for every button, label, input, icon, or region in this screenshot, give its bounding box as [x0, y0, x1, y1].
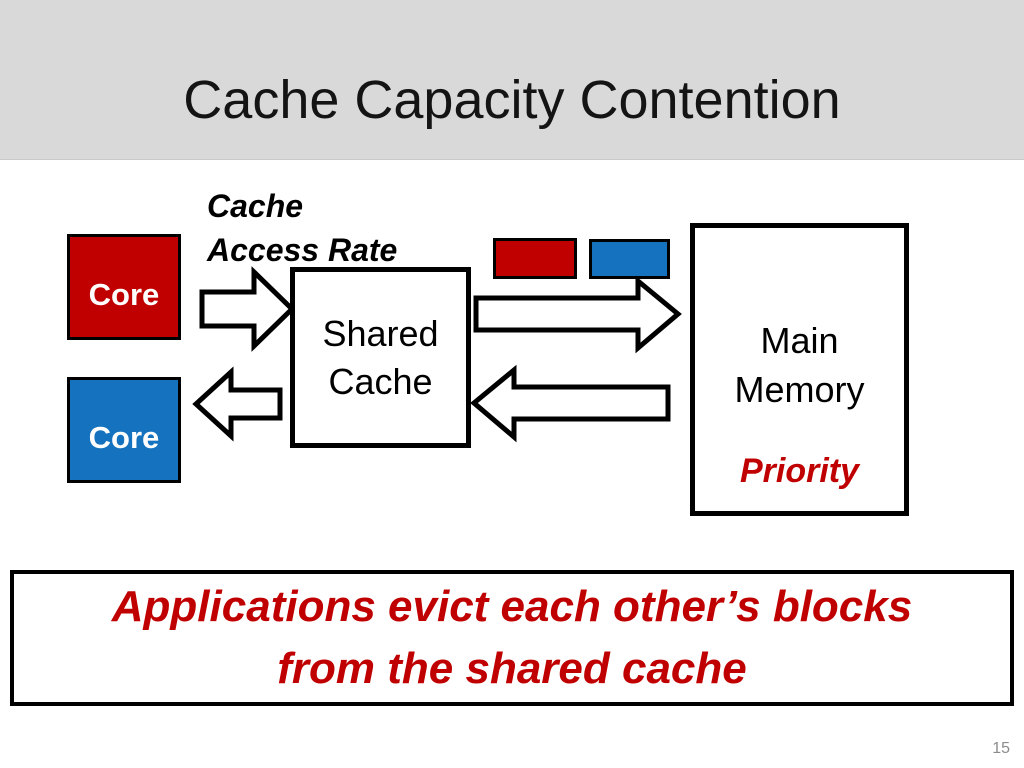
block-arrow-right-icon — [473, 275, 682, 354]
shared-cache-box: Shared Cache — [290, 267, 471, 448]
title-band: Cache Capacity Contention — [0, 0, 1024, 160]
slide-title: Cache Capacity Contention — [183, 70, 841, 130]
core-blue-label: Core — [88, 420, 160, 455]
page-number: 15 — [992, 740, 1010, 757]
priority-label: Priority — [739, 452, 860, 490]
core-box-blue: Core — [67, 377, 181, 483]
callout-line2: from the shared cache — [277, 644, 747, 693]
core-box-red: Core — [67, 234, 181, 340]
cache-block-blue — [589, 239, 670, 279]
main-memory-box: Main Memory Priority — [690, 223, 909, 516]
block-arrow-right-icon — [199, 266, 296, 352]
cache-access-rate-line1: Cache — [207, 188, 304, 224]
shared-cache-line1: Shared — [322, 312, 439, 354]
core-red-label: Core — [88, 277, 160, 312]
main-memory-line1: Main — [760, 320, 839, 361]
callout-box: Applications evict each other’s blocks f… — [10, 570, 1014, 706]
main-memory-line2: Memory — [734, 369, 865, 410]
callout-line1: Applications evict each other’s blocks — [111, 582, 913, 631]
cache-access-rate-line2: Access Rate — [207, 232, 398, 268]
cache-block-red — [493, 238, 577, 279]
block-arrow-left-icon — [192, 366, 283, 442]
block-arrow-left-icon — [470, 364, 671, 443]
cache-access-rate-label: Cache Access Rate — [207, 184, 397, 272]
shared-cache-line2: Cache — [328, 360, 433, 402]
main-memory-label: Main Memory — [695, 316, 904, 414]
